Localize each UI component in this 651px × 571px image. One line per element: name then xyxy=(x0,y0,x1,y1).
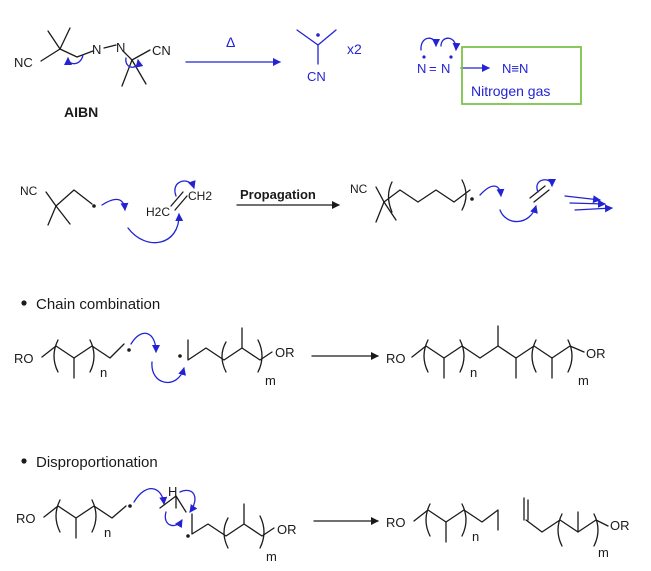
radical-dot-icon xyxy=(128,504,132,508)
continuation-arrow-icon xyxy=(569,199,606,208)
repeat-subscript: m xyxy=(266,549,277,564)
repeat-subscript: n xyxy=(100,365,107,380)
disproportionation-section: Disproportionation RO n H OR m xyxy=(16,454,630,564)
initiator-radical-structure xyxy=(45,189,129,226)
nitrile-label: NC xyxy=(20,184,38,198)
heat-symbol: Δ xyxy=(226,34,235,50)
curved-arrow-icon xyxy=(420,37,440,51)
alkoxy-end-label: OR xyxy=(610,518,630,533)
n2-atom-label: N xyxy=(417,61,426,76)
propagation-arrow-label: Propagation xyxy=(240,187,316,202)
radical-dot-icon xyxy=(449,55,453,59)
radical-dot-icon xyxy=(178,354,182,358)
alkoxy-end-label: OR xyxy=(586,346,606,361)
multiplier-label: x2 xyxy=(347,41,362,57)
n2-bond-label: = xyxy=(429,61,437,76)
curved-arrow-icon xyxy=(64,54,84,66)
monomer-carbon-label: H2C xyxy=(146,205,170,219)
nitrile-label: CN xyxy=(152,43,171,58)
curved-arrow-icon xyxy=(125,57,144,68)
nitrile-label: CN xyxy=(307,69,326,84)
chain-b-structure xyxy=(151,327,273,384)
byproduct-label: Nitrogen gas xyxy=(471,83,550,99)
growing-chain-structure xyxy=(375,178,613,223)
radical-dot-icon xyxy=(127,348,131,352)
monomer-carbon-label: CH2 xyxy=(188,189,212,203)
triple-bond-label: N≡N xyxy=(502,61,528,76)
alkoxy-end-label: OR xyxy=(277,522,297,537)
aibn-structure xyxy=(40,27,151,87)
monomer-structure xyxy=(127,180,196,244)
saturated-product-structure xyxy=(413,503,499,543)
nitrogen-gas-box xyxy=(461,46,582,105)
nitrile-label: NC xyxy=(14,55,33,70)
repeat-subscript: m xyxy=(598,545,609,560)
repeat-subscript: n xyxy=(104,525,111,540)
curved-arrow-icon xyxy=(440,37,461,51)
combined-product-structure xyxy=(411,325,585,379)
radical-dot-icon xyxy=(422,55,426,59)
alkoxy-end-label: RO xyxy=(14,351,34,366)
radical-dot-icon xyxy=(470,197,474,201)
radical-product xyxy=(296,29,337,65)
hydrogen-label: H xyxy=(168,484,177,499)
continuation-arrow-icon xyxy=(564,195,601,204)
bullet-icon xyxy=(21,458,27,464)
repeat-subscript: m xyxy=(578,373,589,388)
radical-dot-icon xyxy=(316,33,320,37)
alkoxy-end-label: RO xyxy=(16,511,36,526)
radical-dot-icon xyxy=(186,534,190,538)
repeat-subscript: n xyxy=(470,365,477,380)
chain-a-structure xyxy=(41,332,160,379)
combination-section: Chain combination RO n OR m xyxy=(14,296,606,388)
curved-arrow-icon xyxy=(499,205,538,223)
repeat-subscript: m xyxy=(265,373,276,388)
nitrogen-release xyxy=(420,37,582,105)
curved-arrow-icon xyxy=(174,180,196,197)
alkoxy-end-label: RO xyxy=(386,351,406,366)
alkoxy-end-label: OR xyxy=(275,345,295,360)
curved-arrow-icon xyxy=(101,198,129,211)
nitrile-label: NC xyxy=(350,182,368,196)
initiator-name: AIBN xyxy=(64,104,98,120)
section-heading: Chain combination xyxy=(36,296,160,313)
continuation-arrow-icon xyxy=(574,204,613,213)
repeat-subscript: n xyxy=(472,529,479,544)
initiation-section: NC N N CN AIBN Δ CN x2 N = N N≡N Nitroge… xyxy=(14,27,582,120)
azo-nitrogen-label: N xyxy=(116,40,125,55)
curved-arrow-icon xyxy=(133,488,168,505)
curved-arrow-icon xyxy=(130,332,160,353)
curved-arrow-icon xyxy=(179,489,198,513)
section-heading: Disproportionation xyxy=(36,454,158,471)
radical-dot-icon xyxy=(92,204,96,208)
curved-arrow-icon xyxy=(151,361,187,384)
azo-nitrogen-label: N xyxy=(92,42,101,57)
chain-b-structure xyxy=(159,489,275,549)
bullet-icon xyxy=(21,300,27,306)
curved-arrow-icon xyxy=(479,185,505,197)
curved-arrow-icon xyxy=(164,511,183,529)
alkoxy-end-label: RO xyxy=(386,515,406,530)
curved-arrow-icon xyxy=(536,178,556,193)
chain-a-structure xyxy=(43,488,168,539)
propagation-section: NC H2C CH2 Propagation NC xyxy=(20,178,613,244)
curved-arrow-icon xyxy=(127,213,184,244)
n2-atom-label: N xyxy=(441,61,450,76)
unsaturated-product-structure xyxy=(523,497,609,547)
